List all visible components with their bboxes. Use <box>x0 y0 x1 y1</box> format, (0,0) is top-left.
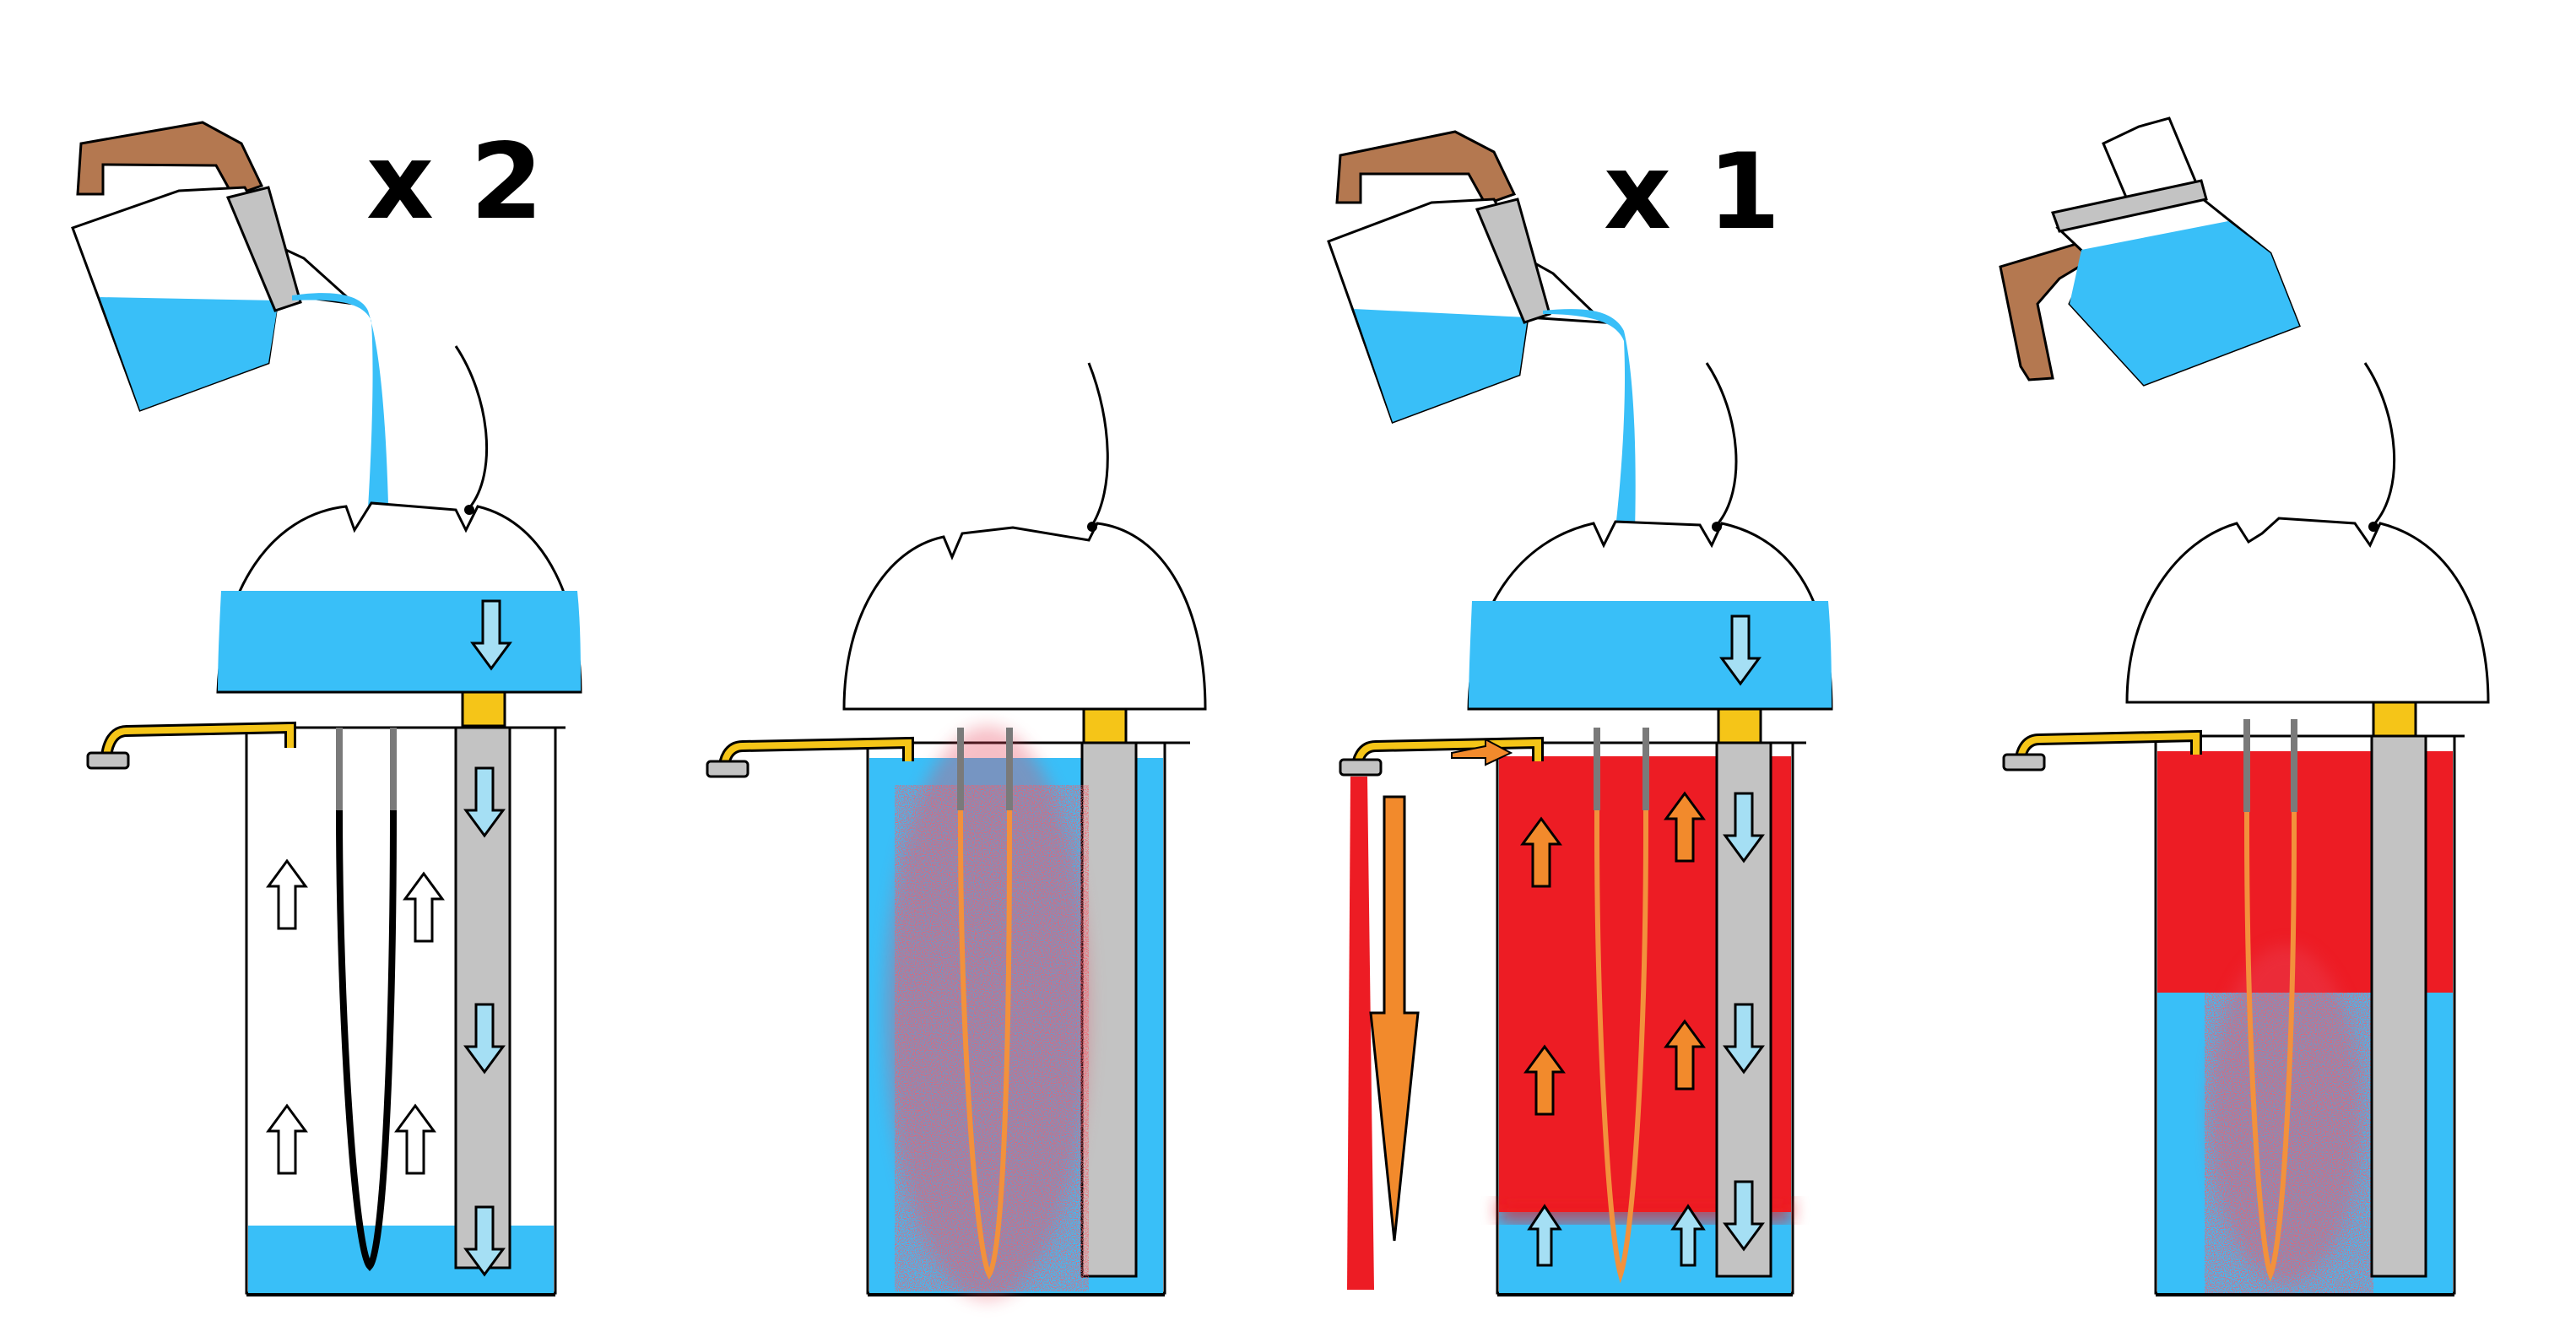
panel-1: x 2 <box>71 121 582 1296</box>
pot-body <box>2002 719 2465 1296</box>
pot-body <box>86 721 566 1296</box>
multiplier-label: x 2 <box>366 122 543 243</box>
multiplier-label: x 1 <box>1604 132 1780 253</box>
pot-body <box>706 726 1190 1300</box>
fitting <box>1717 707 1762 744</box>
panel-3: x 1 <box>1327 130 1833 1296</box>
panel-4 <box>1999 116 2490 1296</box>
jug-pouring <box>1327 130 1636 591</box>
lid <box>842 362 1207 711</box>
fitting <box>1082 707 1128 744</box>
pot-body <box>1339 728 1806 1296</box>
jug-upright <box>1999 116 2301 387</box>
fitting <box>2372 701 2417 738</box>
lid <box>1467 362 1833 711</box>
fitting <box>461 690 506 728</box>
panel-2 <box>706 362 1207 1300</box>
lid <box>2125 362 2490 704</box>
lid <box>216 345 582 694</box>
jug-pouring <box>71 121 390 582</box>
